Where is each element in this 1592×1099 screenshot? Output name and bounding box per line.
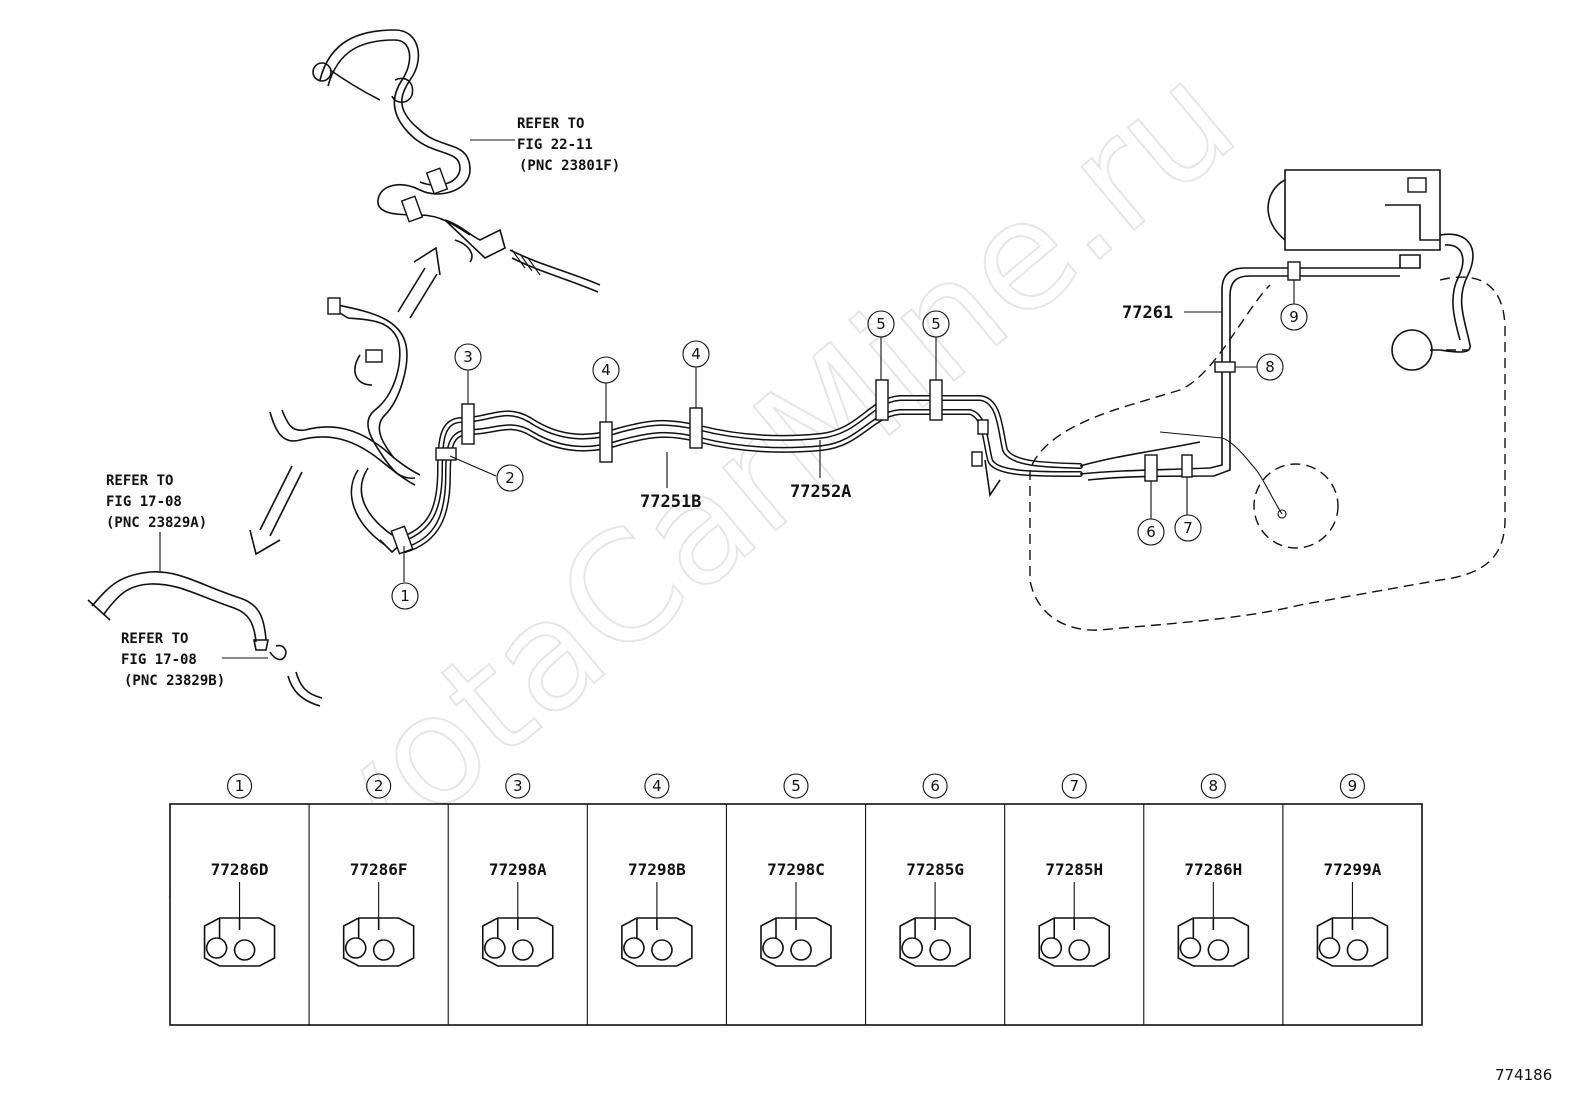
callout-3: 3 <box>454 343 482 404</box>
callout-9: 9 <box>1280 280 1308 331</box>
upper-harness-assembly <box>312 29 601 319</box>
svg-text:6: 6 <box>1146 523 1156 541</box>
clip-cell-5: 5 77298C <box>725 773 832 1025</box>
svg-text:2: 2 <box>505 469 515 487</box>
clip-cell-6: 6 77285G <box>865 773 971 1025</box>
ref-line2: FIG 22-11 <box>517 137 593 153</box>
clip-cell-2: 2 77286F <box>308 773 415 1025</box>
tube-clips <box>390 261 1301 555</box>
clip-number: 5 <box>791 777 801 795</box>
callout-2: 2 <box>449 455 524 492</box>
ref-line1: REFER TO <box>106 473 173 489</box>
callout-6: 6 <box>1137 481 1165 546</box>
clip-table: 1 77286D 2 77286F 3 77298A 4 77298B 5 77298C 6 7728… <box>169 773 1423 1026</box>
clip-illustration <box>342 917 415 967</box>
clip-number: 6 <box>930 777 940 795</box>
clip-illustration <box>1316 917 1389 967</box>
clip-number: 7 <box>1069 777 1079 795</box>
part-label-tube-b: 77251B <box>640 492 701 512</box>
svg-text:3: 3 <box>463 348 473 366</box>
callout-4a: 4 <box>592 356 620 422</box>
clip-number: 4 <box>652 777 662 795</box>
clip-illustration <box>760 917 832 967</box>
part-label-hose: 77261 <box>1122 303 1173 323</box>
clip-part-code: 77285G <box>906 860 964 879</box>
svg-text:5: 5 <box>876 315 886 333</box>
callout-5a: 5 <box>867 310 895 380</box>
clip-part-code: 77298A <box>489 860 547 879</box>
ref-line1: REFER TO <box>121 631 188 647</box>
svg-text:9: 9 <box>1289 308 1299 326</box>
callout-4b: 4 <box>682 340 710 408</box>
lower-left-hose <box>87 571 323 707</box>
clip-cell-1: 1 77286D <box>203 773 276 967</box>
clip-part-code: 77286D <box>211 860 269 879</box>
part-labels: 77251B 77252A 77261 <box>640 303 1222 512</box>
clip-number-circle <box>783 773 809 799</box>
clip-number-circle <box>1061 773 1087 799</box>
clip-number-circle <box>1339 773 1365 799</box>
svg-text:4: 4 <box>601 361 611 379</box>
callout-7: 7 <box>1174 477 1202 542</box>
clip-illustration <box>621 917 693 967</box>
clip-illustration <box>203 917 276 967</box>
svg-text:7: 7 <box>1183 519 1193 537</box>
canister-and-tank <box>1029 169 1506 631</box>
ref-fig-22-11: REFER TO FIG 22-11 (PNC 23801F) <box>517 116 620 174</box>
ref-line3: (PNC 23801F) <box>519 158 620 174</box>
clip-part-code: 77299A <box>1324 860 1382 879</box>
ref-line3: (PNC 23829B) <box>124 673 225 689</box>
ref-line1: REFER TO <box>517 116 584 132</box>
svg-text:5: 5 <box>931 315 941 333</box>
clip-number-circle <box>366 773 392 799</box>
clip-cell-8: 8 77286H <box>1143 773 1250 1025</box>
clip-number-circle <box>922 773 948 799</box>
clip-illustration <box>899 917 971 967</box>
ref-line3: (PNC 23829A) <box>106 515 207 531</box>
clip-number-circle <box>505 773 531 799</box>
ref-fig-17-08-b: REFER TO FIG 17-08 (PNC 23829B) <box>121 631 268 689</box>
figure-number: 774186 <box>1495 1066 1552 1084</box>
clip-number: 3 <box>513 777 523 795</box>
clip-cell-3: 3 77298A <box>447 773 554 1025</box>
svg-text:1: 1 <box>400 587 410 605</box>
ref-line2: FIG 17-08 <box>121 652 197 668</box>
clip-number: 9 <box>1348 777 1358 795</box>
ref-line2: FIG 17-08 <box>106 494 182 510</box>
callout-8: 8 <box>1235 353 1284 381</box>
clip-part-code: 77286F <box>350 860 408 879</box>
part-label-tube-a: 77252A <box>790 482 851 502</box>
clip-cell-9: 9 77299A <box>1282 773 1389 1025</box>
clip-number: 1 <box>235 777 245 795</box>
clip-part-code: 77286H <box>1184 860 1242 879</box>
clip-illustration <box>1038 917 1111 967</box>
left-filler-area <box>249 297 421 556</box>
svg-text:8: 8 <box>1265 358 1275 376</box>
callout-1: 1 <box>391 546 419 610</box>
svg-text:4: 4 <box>691 345 701 363</box>
clip-number-circle <box>227 773 253 799</box>
clip-part-code: 77298B <box>628 860 686 879</box>
clip-illustration <box>1177 917 1250 967</box>
clip-cell-7: 7 77285H <box>1004 773 1111 1025</box>
callout-markers: 1 2 3 4 4 5 5 <box>391 280 1308 610</box>
clip-part-code: 77298C <box>767 860 825 879</box>
clip-number: 2 <box>374 777 384 795</box>
callout-5b: 5 <box>922 310 950 380</box>
clip-number: 8 <box>1209 777 1219 795</box>
clip-illustration <box>481 917 554 967</box>
clip-part-code: 77285H <box>1045 860 1103 879</box>
ref-fig-17-08-a: REFER TO FIG 17-08 (PNC 23829A) <box>106 473 207 572</box>
clip-number-circle <box>1200 773 1226 799</box>
clip-cell-4: 4 77298B <box>586 773 693 1025</box>
clip-number-circle <box>644 773 670 799</box>
